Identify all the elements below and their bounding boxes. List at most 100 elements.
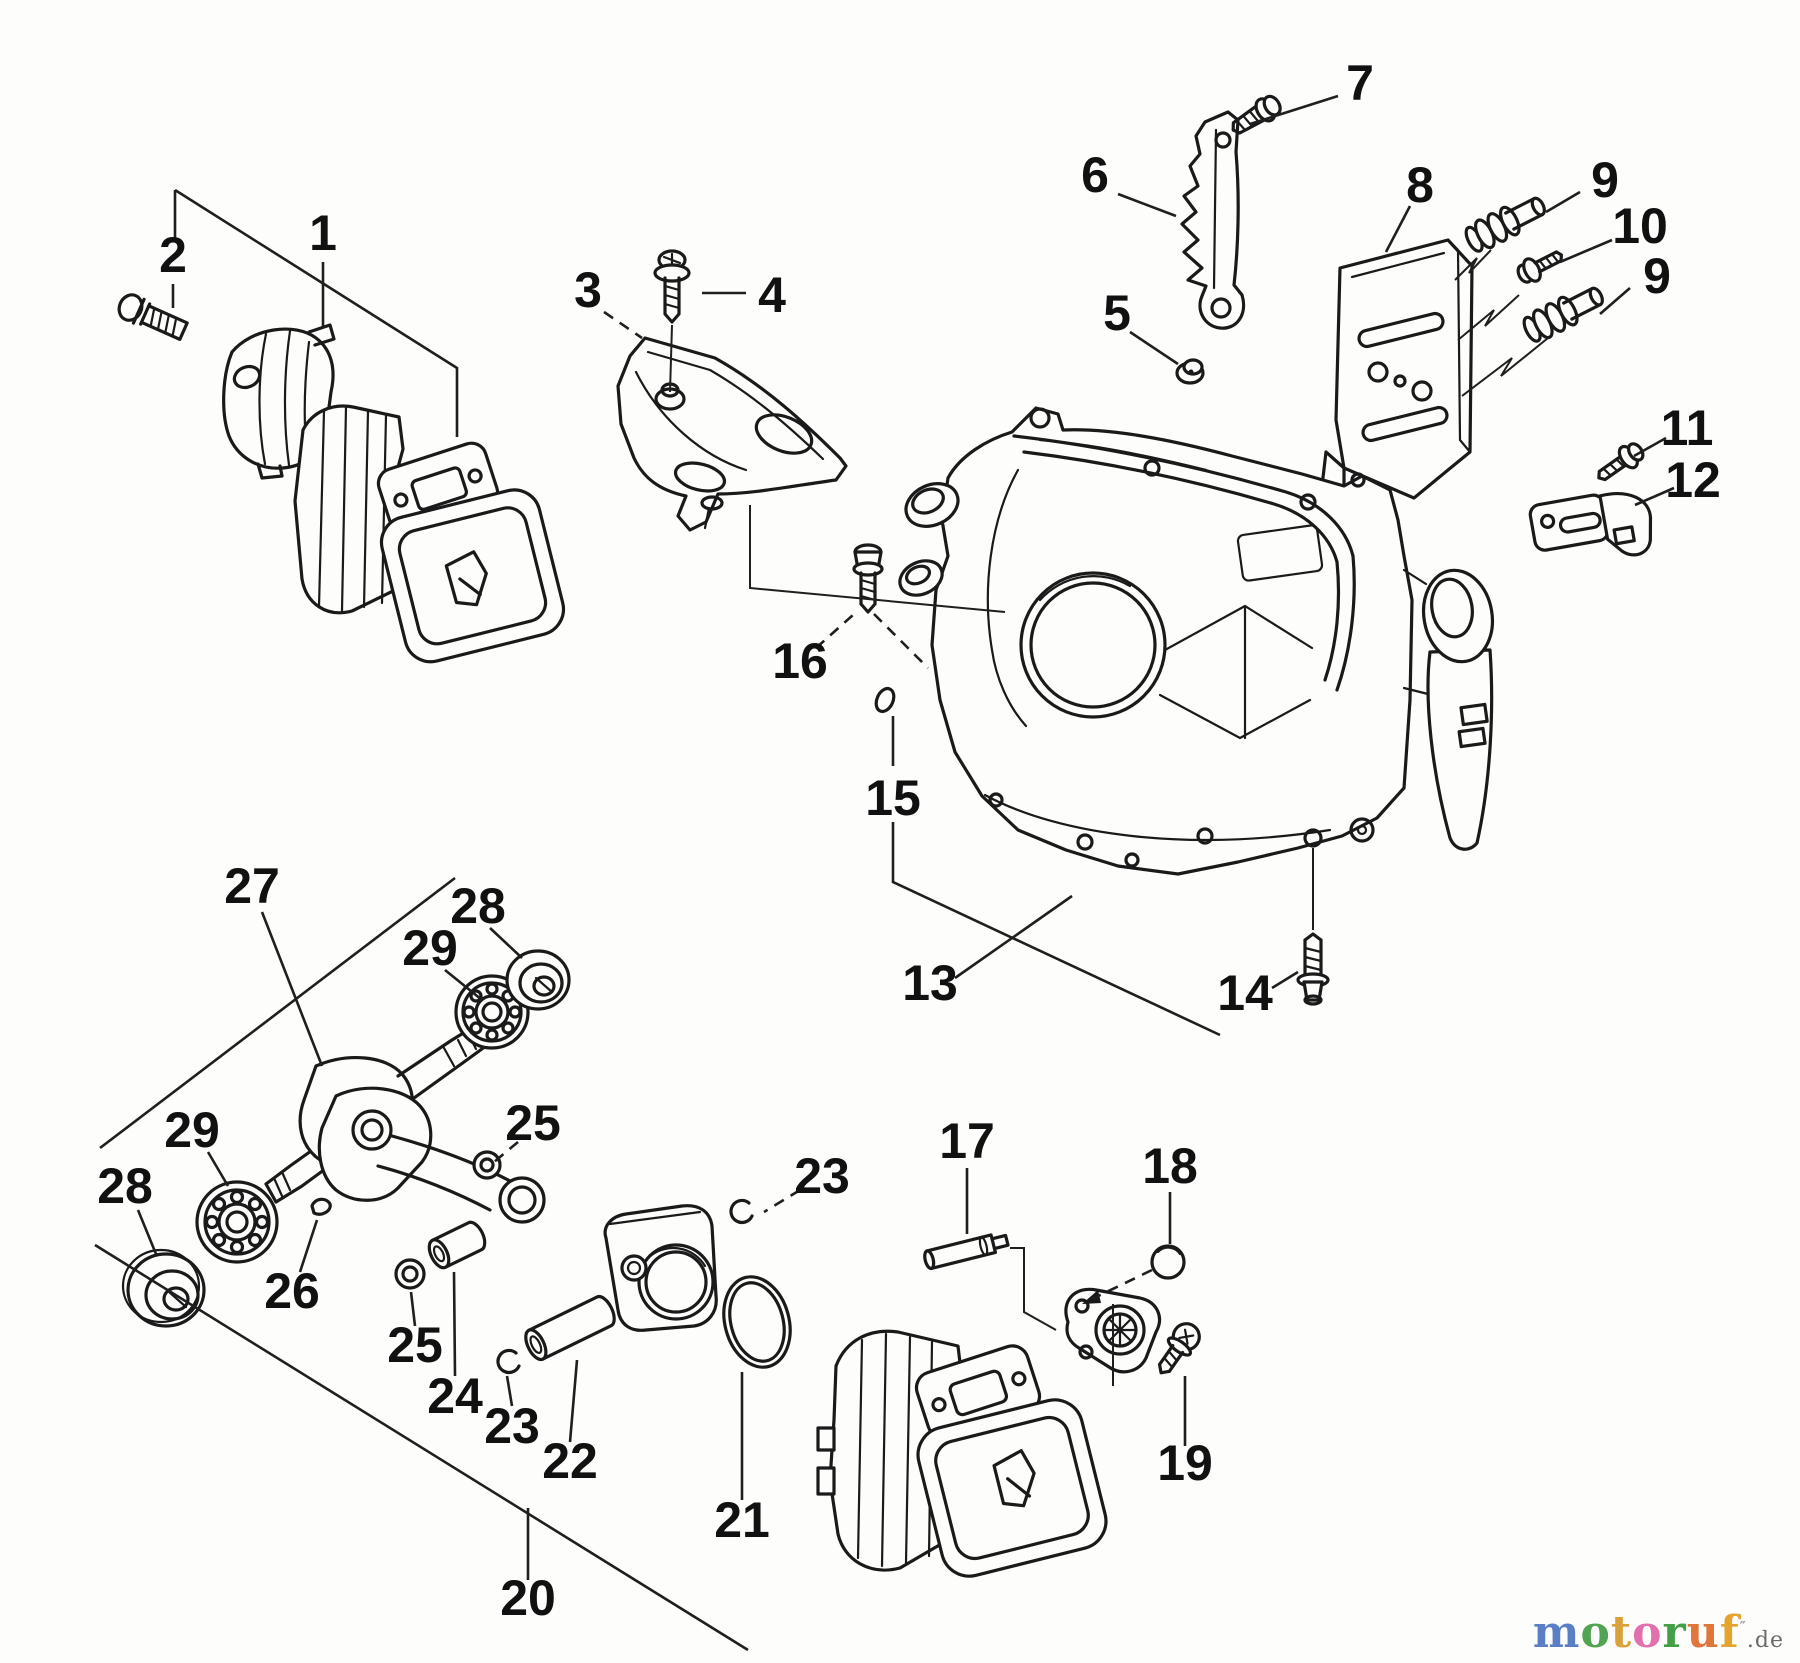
ball-bearing [195, 1180, 279, 1264]
leader-line [1559, 238, 1613, 264]
leader-line [298, 1219, 319, 1273]
seal-washer [874, 686, 896, 714]
part-number-label: 12 [1665, 452, 1721, 508]
leader-line [1454, 249, 1492, 281]
watermark-suffix: .de [1746, 1628, 1784, 1653]
bar-stud [1464, 196, 1546, 253]
cap-plug [1150, 1244, 1186, 1280]
watermark-letter: o [1580, 1607, 1611, 1658]
part-number-label: 28 [450, 878, 506, 934]
thrust-washer-hole [479, 1157, 495, 1173]
watermark-letter: r [1662, 1607, 1687, 1658]
leader-line [891, 822, 1221, 1037]
circlip [729, 1198, 754, 1225]
leader-line [1117, 192, 1177, 218]
leader-line [94, 1243, 749, 1652]
part-number-label: 20 [500, 1570, 556, 1626]
muffler-bolt [117, 293, 189, 341]
watermark-letter: t [1610, 1607, 1633, 1658]
leader-line [444, 968, 483, 1002]
leader-line [1249, 94, 1339, 126]
leader-line [1457, 294, 1520, 341]
leader-line [1634, 486, 1675, 507]
part-number-label: 9 [1643, 248, 1671, 304]
part-number-label: 3 [574, 262, 602, 318]
leader-line [1010, 1247, 1057, 1331]
leader-lines-layer [94, 94, 1675, 1652]
part-number-label: 28 [97, 1158, 153, 1214]
oil-seal [505, 949, 571, 1011]
part-number-label: 8 [1406, 157, 1434, 213]
leader-line [99, 876, 456, 1150]
cylinder-cover-plate [616, 336, 848, 532]
part-number-label: 10 [1612, 198, 1668, 254]
muffler-shell [379, 488, 566, 664]
leader-line [1461, 337, 1549, 397]
bar-guide-plate [1320, 238, 1474, 504]
part-number-label: 5 [1103, 285, 1131, 341]
part-number-label: 27 [224, 858, 280, 914]
watermark-letter: m [1532, 1607, 1581, 1658]
watermark-letter: f [1719, 1607, 1740, 1658]
leader-line [603, 310, 643, 340]
part-number-label: 29 [402, 920, 458, 976]
leader-line [568, 1359, 579, 1443]
watermark-trademark: ″ [1739, 1619, 1747, 1636]
part-number-label: 29 [164, 1102, 220, 1158]
crankcase [898, 406, 1495, 876]
part-number-label: 9 [1591, 152, 1619, 208]
bar-stud [1522, 286, 1604, 343]
part-number-label: 6 [1081, 147, 1109, 203]
part-number-label: 11 [1661, 400, 1714, 456]
part-number-label: 24 [427, 1368, 483, 1424]
muffler-body [293, 404, 566, 664]
part-number-label: 2 [159, 227, 187, 283]
leader-arrowhead [1082, 1290, 1101, 1304]
leader-line [873, 613, 929, 669]
dog-screw [1231, 94, 1282, 135]
part-number-label: 4 [758, 267, 786, 323]
part-number-label: 16 [772, 633, 828, 689]
leader-line [136, 1209, 158, 1255]
part-number-label: 17 [939, 1113, 995, 1169]
oiler-plug [1175, 358, 1205, 385]
watermark-letter: u [1686, 1607, 1720, 1658]
leader-line [1271, 970, 1299, 990]
part-number-label: 23 [794, 1148, 850, 1204]
part-number-label: 19 [1157, 1435, 1213, 1491]
thrust-washer [394, 1258, 426, 1290]
thrust-washer [472, 1150, 502, 1180]
leader-line [1633, 436, 1667, 458]
leader-line [1599, 287, 1631, 315]
part-number-label: 23 [484, 1398, 540, 1454]
leader-line [452, 1271, 457, 1377]
part-number-label: 15 [865, 770, 921, 826]
leader-line [493, 1141, 519, 1163]
part-number-label: 14 [1217, 965, 1273, 1021]
leader-line [749, 505, 1006, 613]
felling-dog [1180, 110, 1246, 330]
case-bolt [852, 543, 884, 614]
leader-line [505, 1375, 514, 1407]
chain-catcher [1528, 492, 1653, 557]
part-number-label: 25 [505, 1095, 561, 1151]
piston [603, 1204, 718, 1332]
leader-line [815, 614, 854, 649]
leader-line [409, 1291, 417, 1327]
stud-screw [1516, 250, 1564, 284]
part-number-label: 25 [387, 1317, 443, 1373]
piston-pin [524, 1294, 616, 1362]
watermark-letters: motoruf [1533, 1607, 1740, 1658]
leader-line [669, 324, 673, 393]
pump-screw [1157, 1322, 1201, 1375]
cover-screw [653, 249, 691, 324]
cover-screw-small [1597, 442, 1645, 482]
cylinder-muffler-assembly [816, 1329, 1108, 1578]
leader-line [1384, 205, 1412, 253]
leader-line [174, 188, 459, 437]
thrust-washer-hole [401, 1265, 419, 1283]
leader-line [260, 911, 324, 1067]
crankshaft [264, 1022, 546, 1224]
leader-line [763, 1188, 801, 1214]
